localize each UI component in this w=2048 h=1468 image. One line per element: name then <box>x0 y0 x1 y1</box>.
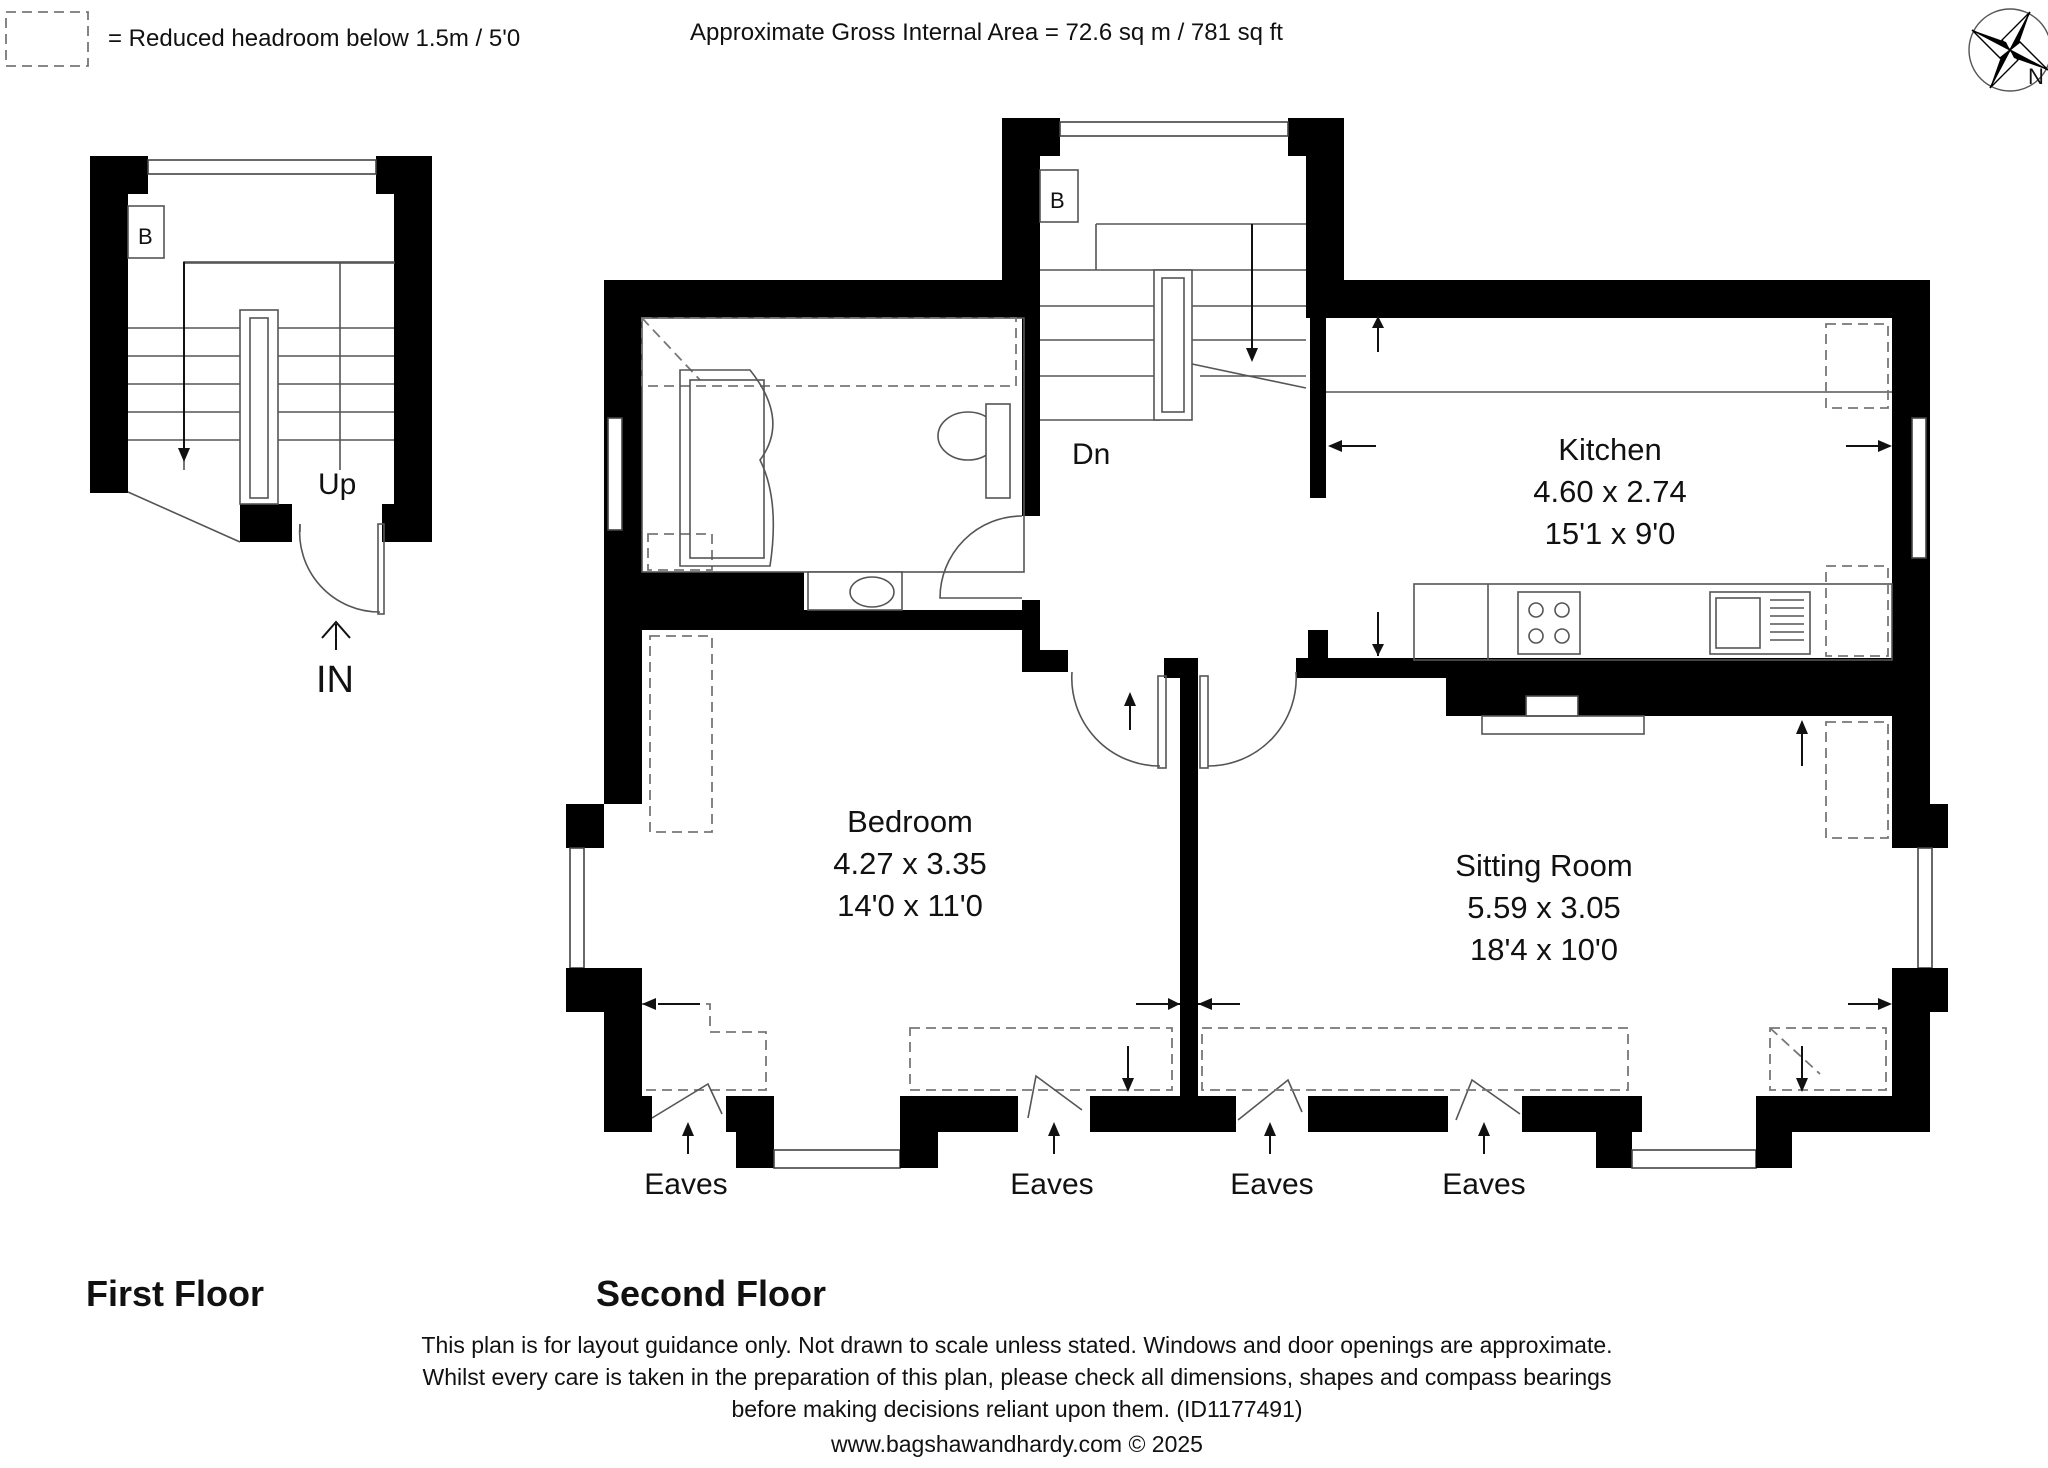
entrance-arrow-icon <box>321 620 351 650</box>
website-link[interactable]: www.bagshawandhardy.com © 2025 <box>830 1431 1203 1457</box>
disclaimer-line-1: This plan is for layout guidance only. N… <box>421 1332 1612 1358</box>
first-floor-boiler-label: B <box>138 224 153 249</box>
legend-text: = Reduced headroom below 1.5m / 5'0 <box>108 25 520 52</box>
eaves-label: Eaves <box>1010 1168 1093 1201</box>
second-floor-plan <box>566 118 1948 1169</box>
first-floor-plan: B <box>90 156 432 615</box>
eaves-label: Eaves <box>1442 1168 1525 1201</box>
sitting-room-imperial: 18'4 x 10'0 <box>1470 932 1618 967</box>
sitting-room-name: Sitting Room <box>1455 848 1632 883</box>
first-floor-stairs-up-label: Up <box>318 468 356 501</box>
compass-north-label: N <box>2028 64 2044 89</box>
bedroom-imperial: 14'0 x 11'0 <box>837 888 983 923</box>
kitchen-name: Kitchen <box>1558 432 1661 467</box>
disclaimer-line-2: Whilst every care is taken in the prepar… <box>423 1364 1612 1390</box>
boiler-box-second <box>1039 169 1079 223</box>
sitting-room-metric: 5.59 x 3.05 <box>1467 890 1620 925</box>
second-floor-title: Second Floor <box>596 1273 826 1314</box>
first-floor-title: First Floor <box>86 1273 264 1314</box>
compass-icon <box>1968 8 2048 92</box>
legend-dashed-swatch <box>5 11 89 67</box>
eaves-label: Eaves <box>644 1168 727 1201</box>
entrance-label: IN <box>316 659 354 701</box>
second-floor-stairs-dn-label: Dn <box>1072 438 1110 471</box>
headroom-legend: = Reduced headroom below 1.5m / 5'0 <box>5 11 520 67</box>
second-floor-boiler-label: B <box>1050 188 1065 213</box>
bedroom-name: Bedroom <box>847 804 973 839</box>
eaves-label: Eaves <box>1230 1168 1313 1201</box>
disclaimer-line-3: before making decisions reliant upon the… <box>731 1396 1302 1422</box>
kitchen-imperial: 15'1 x 9'0 <box>1545 516 1676 551</box>
gross-area-text: Approximate Gross Internal Area = 72.6 s… <box>690 19 1283 46</box>
boiler-box <box>127 205 165 259</box>
bedroom-metric: 4.27 x 3.35 <box>833 846 986 881</box>
kitchen-metric: 4.60 x 2.74 <box>1533 474 1686 509</box>
